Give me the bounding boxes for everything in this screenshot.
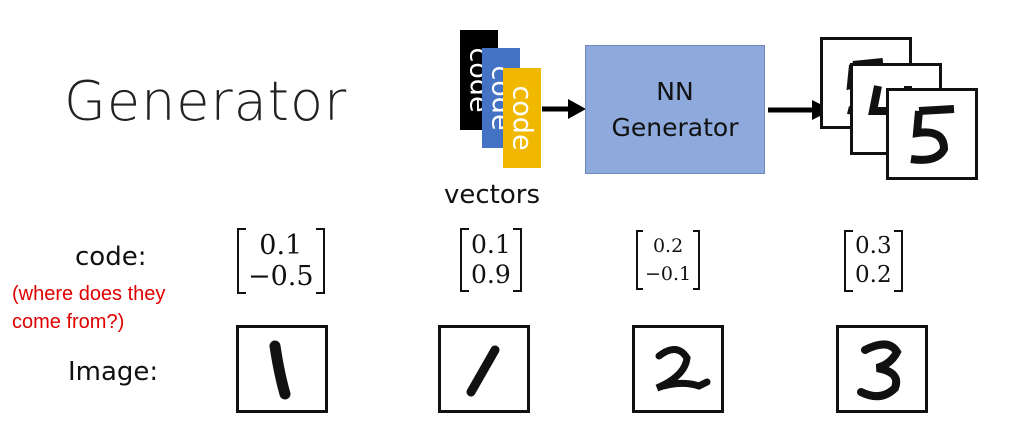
question-note-line1: (where does they [12,283,166,305]
slide-title: Generator [64,70,348,133]
code-label: code: [75,242,147,272]
digit-image-2 [438,325,530,413]
nn-generator-box: NN Generator [585,45,765,174]
code-vector-1: 0.1 −0.5 [237,228,325,294]
vector-value: −0.1 [645,263,692,285]
digit-3-sketch-icon [857,340,902,401]
code-vector-4: 0.3 0.2 [844,230,903,292]
code-card-yellow: code [503,68,541,168]
code-vector-2: 0.1 0.9 [460,228,522,292]
arrow-to-generator-icon [542,99,586,119]
digit-image-4 [836,325,928,413]
code-card-label: code [506,85,538,151]
digit-1-sketch-icon [466,345,500,397]
output-image-3 [886,88,978,180]
vector-value: 0.1 [471,230,511,259]
digit-image-3 [632,325,724,413]
digit-1-sketch-icon [269,340,291,400]
generator-line1: NN [656,76,694,106]
vector-value: 0.1 [259,230,303,261]
question-note-line2: come from?) [12,311,125,333]
vector-value: 0.2 [855,262,892,288]
generator-line2: Generator [611,112,739,142]
digit-2-sketch-icon [655,346,711,392]
image-label: Image: [68,357,159,387]
digit-image-1 [236,325,328,413]
vector-value: 0.9 [471,260,511,289]
digit-5-sketch-icon [910,105,955,164]
vectors-label: vectors [444,180,541,210]
vector-value: 0.3 [855,233,892,259]
vector-value: 0.2 [652,235,684,257]
vector-value: −0.5 [248,261,314,292]
code-vector-3: 0.2 −0.1 [636,230,701,290]
